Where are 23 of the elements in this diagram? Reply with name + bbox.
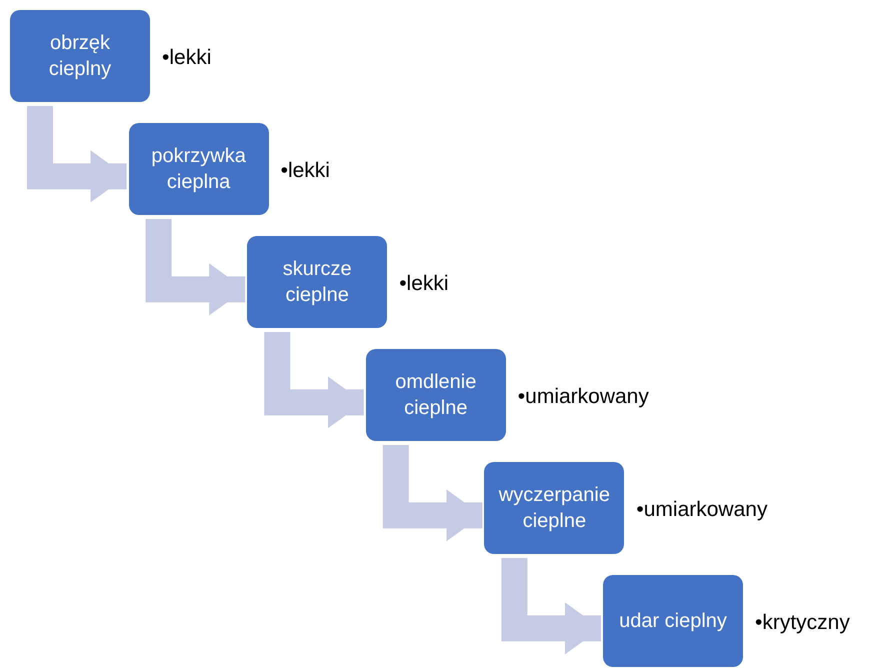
process-box	[366, 349, 506, 441]
bent-arrow	[501, 558, 601, 654]
severity-label: •umiarkowany	[518, 385, 649, 409]
process-box	[484, 462, 624, 554]
bent-arrow	[382, 445, 482, 542]
bent-arrow	[146, 219, 246, 316]
severity-label: •lekki	[162, 46, 212, 70]
box-label: wyczerpanie cieplne	[498, 483, 611, 534]
severity-label: •lekki	[280, 159, 330, 183]
process-box	[603, 575, 743, 667]
box-label: skurcze cieplne	[282, 257, 353, 308]
severity-label: •krytyczny	[755, 611, 850, 635]
process-box	[247, 236, 388, 328]
bent-arrow	[264, 332, 364, 428]
bent-arrow	[27, 106, 127, 202]
box-label: udar cieplny	[619, 609, 727, 634]
box-label: obrzęk cieplny	[48, 31, 112, 82]
box-label: pokrzywka cieplna	[150, 144, 247, 195]
process-box	[10, 10, 150, 102]
process-box	[128, 123, 269, 215]
severity-label: •umiarkowany	[636, 498, 768, 522]
severity-label: •lekki	[399, 272, 449, 296]
box-label: omdlenie cieplne	[394, 370, 478, 421]
